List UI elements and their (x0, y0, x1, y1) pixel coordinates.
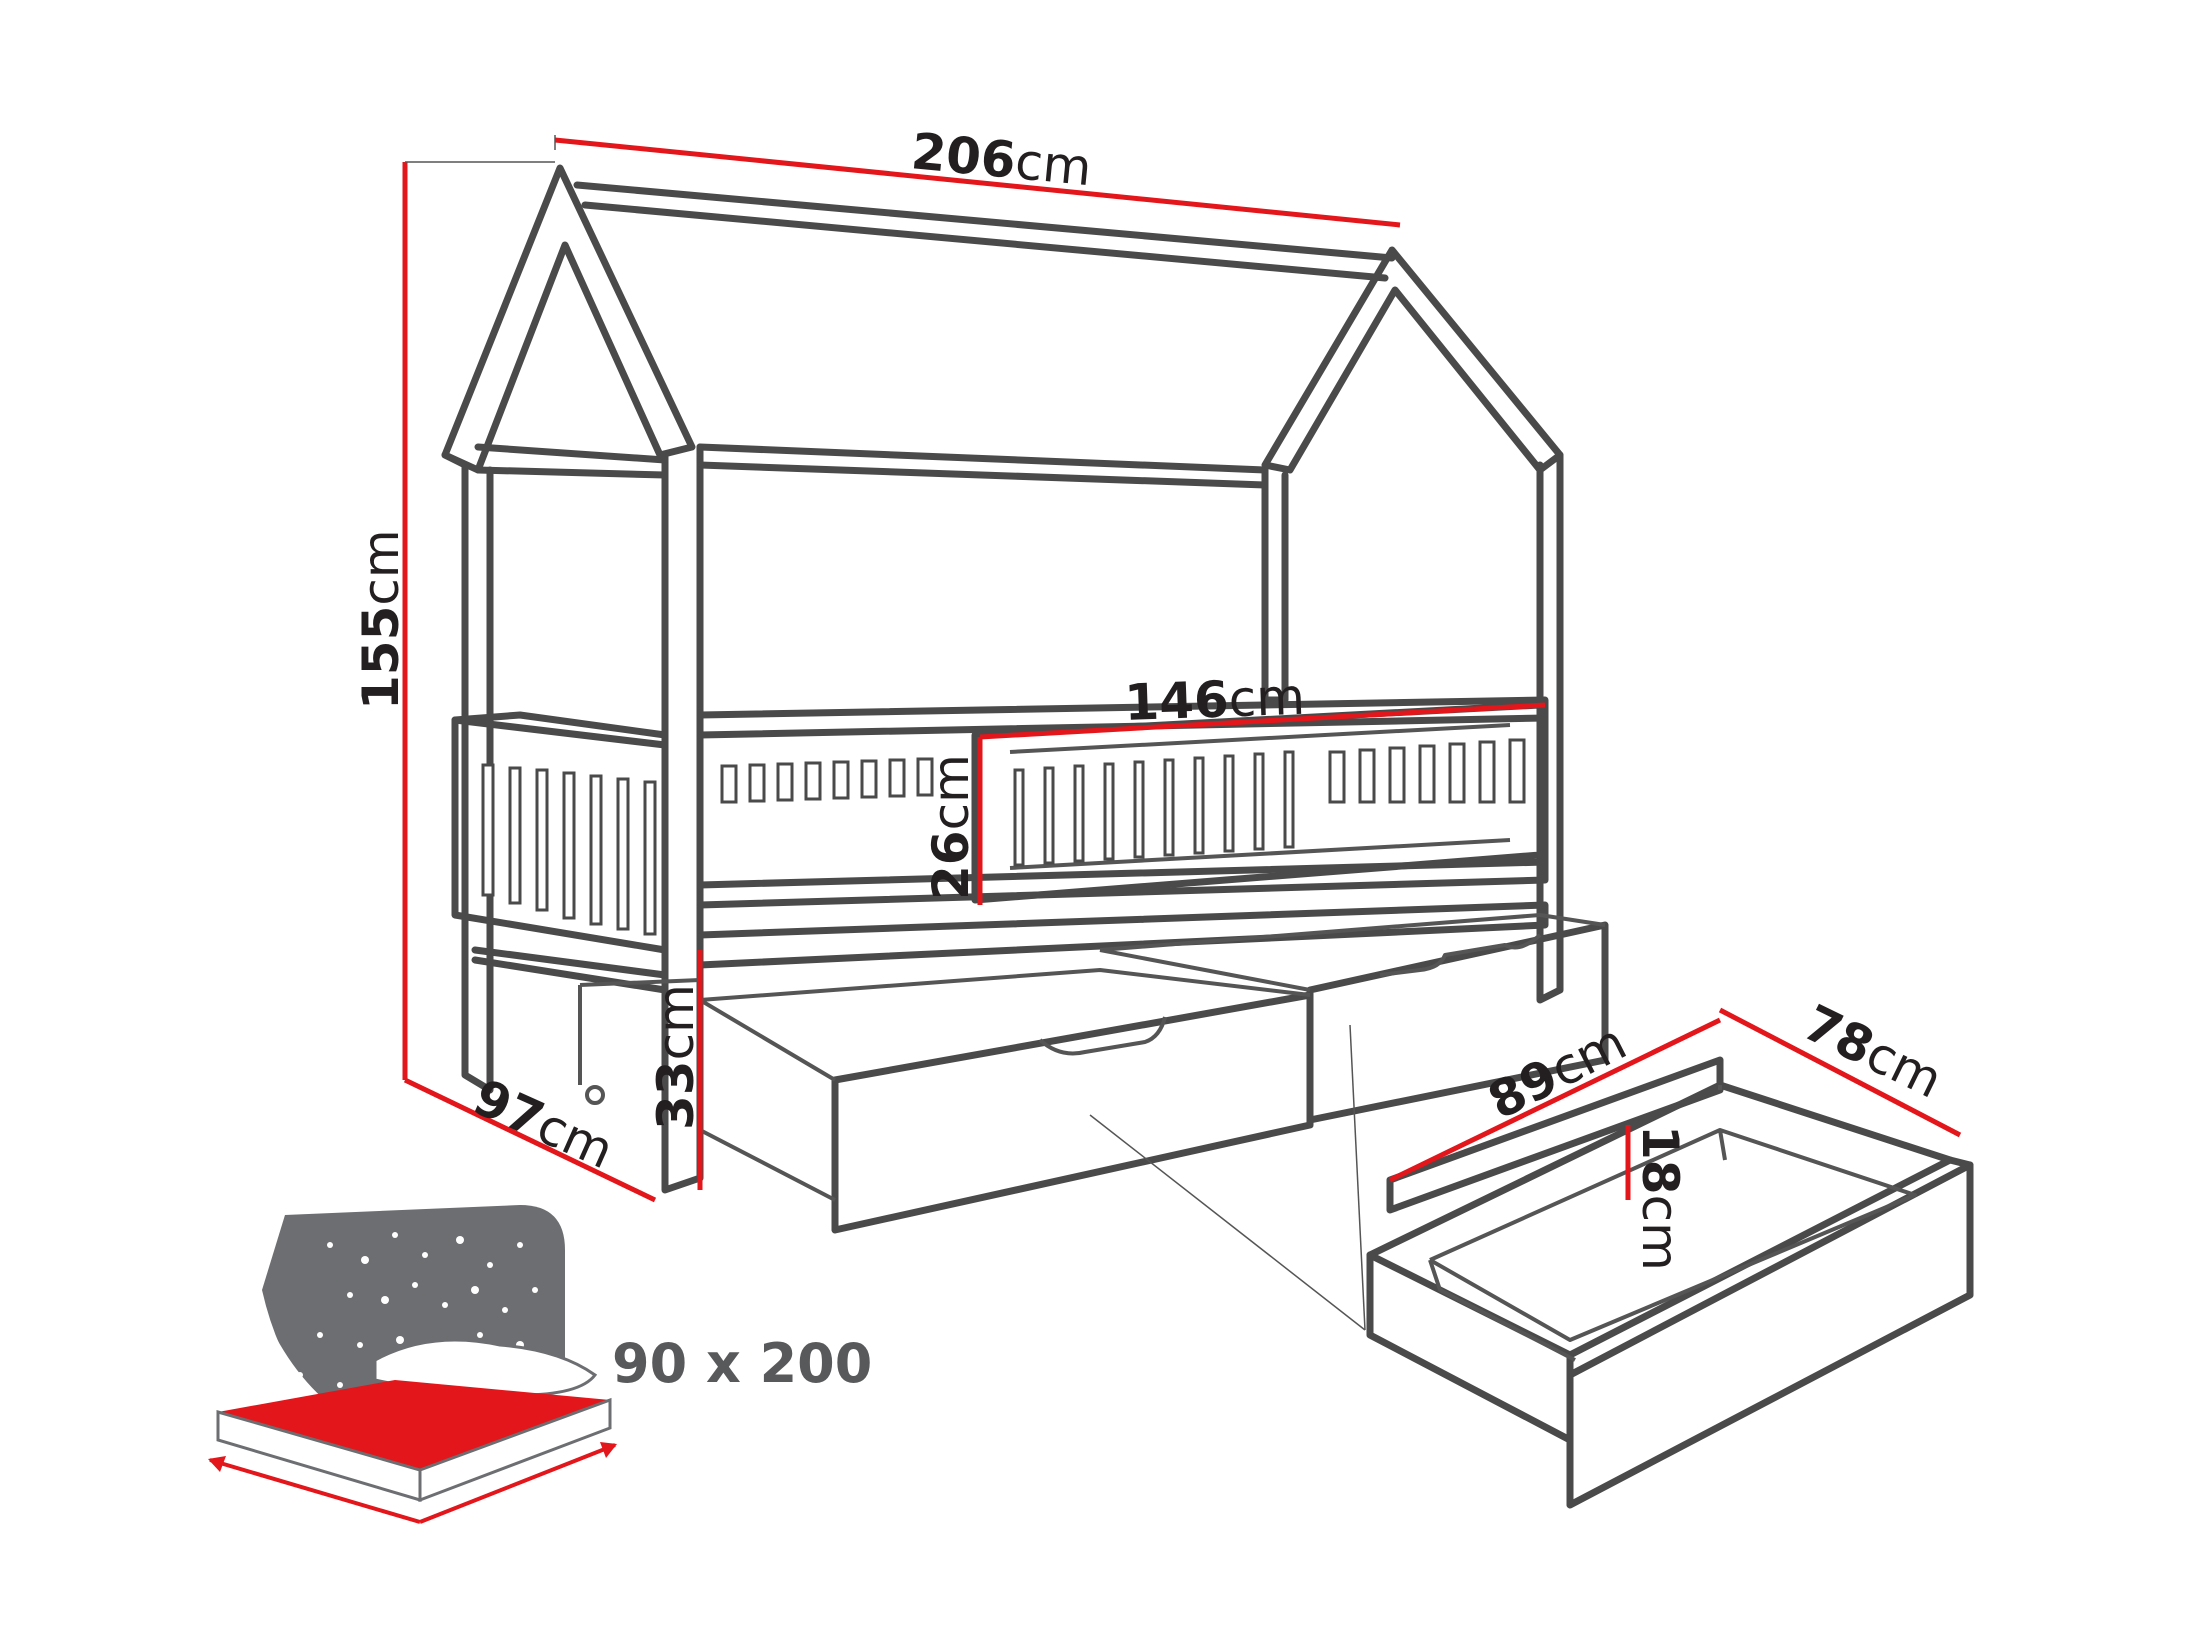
dim-leg-33: 33cm (647, 984, 705, 1130)
dim-drawer-18: 18cm (1631, 1125, 1689, 1271)
dimension-lines (402, 137, 1962, 1203)
side-panel-slats (720, 738, 1526, 804)
dim-rail-26: 26cm (922, 754, 980, 900)
guard-rail-slats (1013, 750, 1295, 867)
dim-depth-97: 97cm (465, 1068, 622, 1180)
mattress-size-label: 90 x 200 (612, 1332, 872, 1395)
mattress-arrow-width (419, 1443, 616, 1524)
dimension-leader-lines (405, 135, 556, 163)
dim-height-155: 155cm (352, 529, 410, 710)
house-bed-frame (441, 164, 1564, 1194)
mattress-side-right (418, 1397, 612, 1503)
under-bed-drawers (578, 913, 1609, 1331)
headboard-white-curve (248, 1270, 370, 1440)
mattress-icon (208, 1205, 617, 1524)
arrow-head-left (208, 1456, 226, 1472)
dim-width-206: 206cm (909, 122, 1094, 197)
mattress-arrow-length (209, 1458, 421, 1524)
detail-drawer (1366, 1056, 1974, 1509)
headboard-slats (481, 763, 657, 936)
dim-drawer-89: 89cm (1479, 1013, 1635, 1131)
arrow-head-right (600, 1442, 617, 1458)
mattress-top (218, 1380, 610, 1470)
dim-rail-146: 146cm (1123, 668, 1305, 732)
